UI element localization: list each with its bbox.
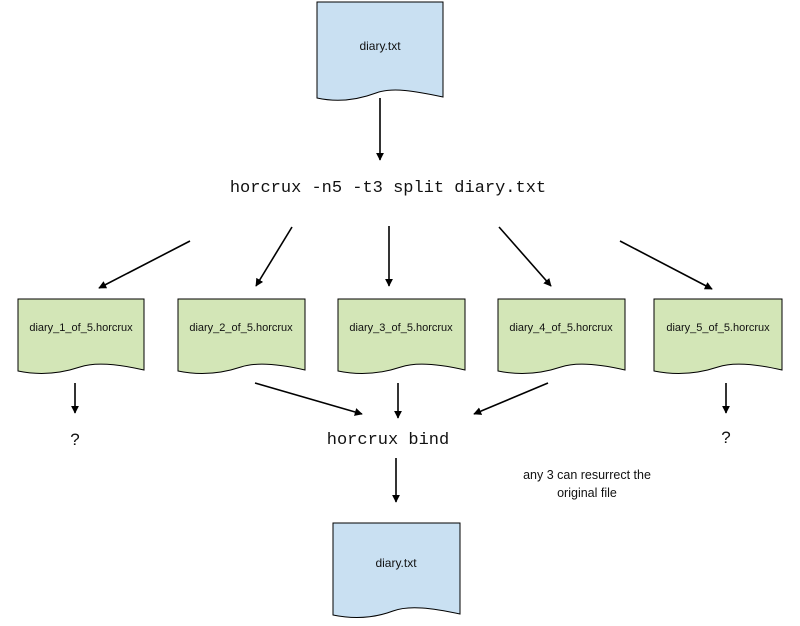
shard-1-label: diary_1_of_5.horcrux xyxy=(29,322,133,334)
output-file-label: diary.txt xyxy=(375,556,417,570)
unknown-marker-right: ? xyxy=(721,428,730,447)
arrow-shard-4-to-bind xyxy=(473,382,549,415)
shard-1: diary_1_of_5.horcrux xyxy=(17,298,145,375)
output-file: diary.txt xyxy=(332,522,461,619)
arrow-shard-2-to-bind xyxy=(254,382,363,416)
shard-4-label: diary_4_of_5.horcrux xyxy=(509,322,613,334)
shard-2-shape xyxy=(177,298,306,375)
shard-4-shape xyxy=(497,298,626,375)
arrow-split-to-shard-1 xyxy=(98,240,191,289)
arrow-split-to-shard-4 xyxy=(498,226,552,287)
shard-4: diary_4_of_5.horcrux xyxy=(497,298,626,375)
note-line-1: any 3 can resurrect the xyxy=(523,468,651,482)
shard-3: diary_3_of_5.horcrux xyxy=(337,298,466,375)
bind-command: horcrux bind xyxy=(327,431,449,450)
note-line-2: original file xyxy=(557,486,617,500)
shard-2: diary_2_of_5.horcrux xyxy=(177,298,306,375)
shard-5-shape xyxy=(653,298,783,375)
output-file-shape xyxy=(332,522,461,619)
arrow-split-to-shard-5 xyxy=(619,240,713,290)
unknown-marker-left: ? xyxy=(70,430,79,449)
shard-5-label: diary_5_of_5.horcrux xyxy=(666,322,770,334)
split-command: horcrux -n5 -t3 split diary.txt xyxy=(230,179,546,198)
shard-1-shape xyxy=(17,298,145,375)
shard-3-shape xyxy=(337,298,466,375)
shard-3-label: diary_3_of_5.horcrux xyxy=(349,322,453,334)
input-file: diary.txt xyxy=(316,1,444,101)
input-file-shape xyxy=(316,1,444,101)
shard-5: diary_5_of_5.horcrux xyxy=(653,298,783,375)
arrow-split-to-shard-2 xyxy=(255,226,293,287)
shard-2-label: diary_2_of_5.horcrux xyxy=(189,322,293,334)
input-file-label: diary.txt xyxy=(359,39,401,53)
